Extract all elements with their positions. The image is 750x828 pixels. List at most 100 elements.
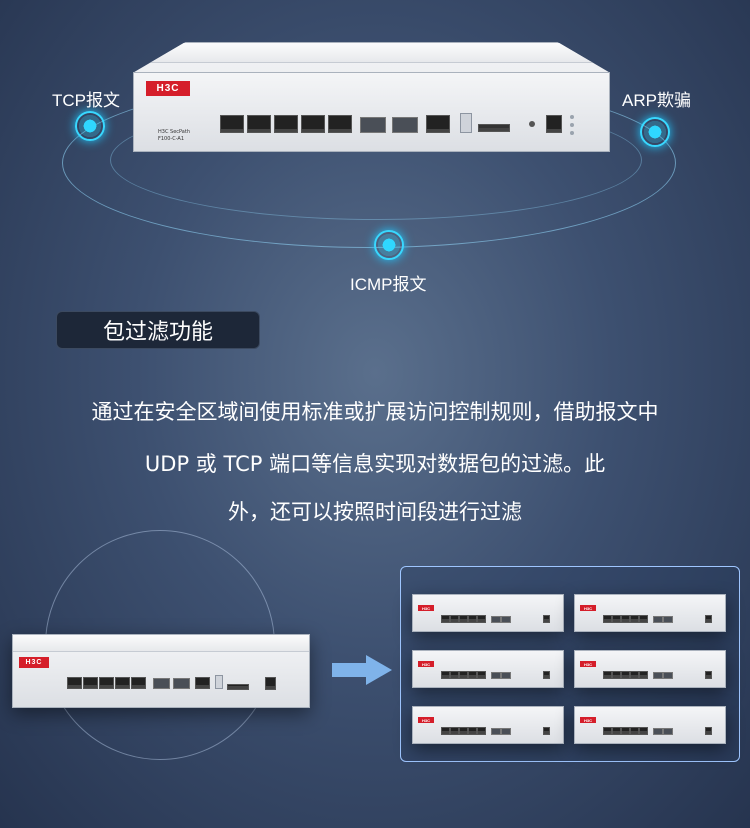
- arrow-right-icon: [332, 655, 392, 685]
- mini-port: [459, 671, 468, 679]
- mini-port: [603, 727, 612, 735]
- mini-port: [630, 727, 639, 735]
- arp-node-icon: [640, 117, 670, 147]
- icmp-label: ICMP报文: [350, 275, 427, 294]
- mini-sfp-port: [663, 672, 673, 679]
- mini-sfp-port: [491, 728, 501, 735]
- mini-port: [459, 727, 468, 735]
- small-console-port: [195, 677, 210, 689]
- mini-port: [639, 671, 648, 679]
- mini-port: [612, 727, 621, 735]
- ethernet-port-1: [220, 115, 244, 133]
- description-line-3: 外，还可以按照时间段进行过滤: [228, 500, 522, 524]
- mini-port: [603, 615, 612, 623]
- mini-device-logo: H3C: [418, 717, 434, 723]
- tcp-node-icon: [75, 111, 105, 141]
- mini-sfp-port: [663, 728, 673, 735]
- small-ethernet-port-1: [67, 677, 82, 689]
- mini-power-jack: [705, 671, 712, 679]
- mini-sfp-port: [653, 728, 663, 735]
- ethernet-port-2: [247, 115, 271, 133]
- mini-port: [450, 727, 459, 735]
- mini-port: [630, 671, 639, 679]
- mini-port: [639, 727, 648, 735]
- small-ethernet-port-5: [131, 677, 146, 689]
- ethernet-port-3: [274, 115, 298, 133]
- mini-sfp-port: [501, 728, 511, 735]
- mini-port: [630, 615, 639, 623]
- mini-port: [477, 671, 486, 679]
- small-device-top: [13, 635, 309, 652]
- mini-device-logo: H3C: [580, 605, 596, 611]
- mini-port: [621, 671, 630, 679]
- mini-port: [459, 615, 468, 623]
- mini-device-logo: H3C: [580, 661, 596, 667]
- mini-port: [621, 727, 630, 735]
- mini-port: [639, 615, 648, 623]
- mini-port: [441, 727, 450, 735]
- small-sfp-port-2: [173, 678, 190, 689]
- mini-sfp-port: [501, 672, 511, 679]
- sfp-port-2: [392, 117, 418, 133]
- firewall-device-small: H3C: [12, 634, 310, 708]
- mini-power-jack: [543, 671, 550, 679]
- arp-label: ARP欺骗: [622, 91, 691, 110]
- mini-port: [450, 615, 459, 623]
- mini-port: [612, 671, 621, 679]
- console-port: [426, 115, 450, 133]
- mini-port: [612, 615, 621, 623]
- small-power-jack: [265, 677, 276, 690]
- model-line1: H3C SecPath: [158, 129, 191, 135]
- mini-sfp-port: [501, 616, 511, 623]
- description-line-1: 通过在安全区域间使用标准或扩展访问控制规则，借助报文中: [91, 400, 659, 424]
- mini-port: [477, 615, 486, 623]
- tcp-label: TCP报文: [52, 91, 120, 110]
- small-ethernet-port-3: [99, 677, 114, 689]
- mini-device-4: H3C: [574, 650, 726, 688]
- h3c-logo-small: H3C: [19, 657, 49, 668]
- mini-device-1: H3C: [412, 594, 564, 632]
- ethernet-port-4: [301, 115, 325, 133]
- mini-sfp-port: [491, 672, 501, 679]
- h3c-logo: H3C: [146, 81, 190, 96]
- mini-port: [450, 671, 459, 679]
- power-jack: [546, 115, 562, 133]
- mini-device-logo: H3C: [418, 661, 434, 667]
- icmp-node-icon: [374, 230, 404, 260]
- model-line2: F100-C-A1: [158, 136, 185, 142]
- reset-button: [529, 121, 535, 127]
- mini-port: [603, 671, 612, 679]
- small-sfp-port-1: [153, 678, 170, 689]
- mini-sfp-port: [653, 672, 663, 679]
- mini-sfp-port: [663, 616, 673, 623]
- card-slot: [478, 124, 510, 132]
- mini-port: [621, 615, 630, 623]
- mini-port: [468, 727, 477, 735]
- usb-port: [460, 113, 472, 133]
- mini-device-logo: H3C: [580, 717, 596, 723]
- section-title: 包过滤功能: [56, 311, 260, 349]
- firewall-front-panel: H3C H3C SecPath F100-C-A1: [133, 72, 610, 152]
- mini-device-2: H3C: [574, 594, 726, 632]
- mini-port: [468, 615, 477, 623]
- mini-power-jack: [543, 727, 550, 735]
- small-usb-port: [215, 675, 223, 689]
- mini-power-jack: [705, 727, 712, 735]
- mini-port: [441, 615, 450, 623]
- mini-port: [441, 671, 450, 679]
- mini-sfp-port: [653, 616, 663, 623]
- mini-sfp-port: [491, 616, 501, 623]
- mini-device-3: H3C: [412, 650, 564, 688]
- status-led-2: [570, 123, 574, 127]
- sfp-port-1: [360, 117, 386, 133]
- mini-device-5: H3C: [412, 706, 564, 744]
- status-led-3: [570, 131, 574, 135]
- small-ethernet-port-2: [83, 677, 98, 689]
- mini-port: [468, 671, 477, 679]
- device-top-cover: [134, 43, 609, 64]
- mini-device-logo: H3C: [418, 605, 434, 611]
- ethernet-port-5: [328, 115, 352, 133]
- mini-power-jack: [705, 615, 712, 623]
- small-card-slot: [227, 684, 249, 690]
- mini-port: [477, 727, 486, 735]
